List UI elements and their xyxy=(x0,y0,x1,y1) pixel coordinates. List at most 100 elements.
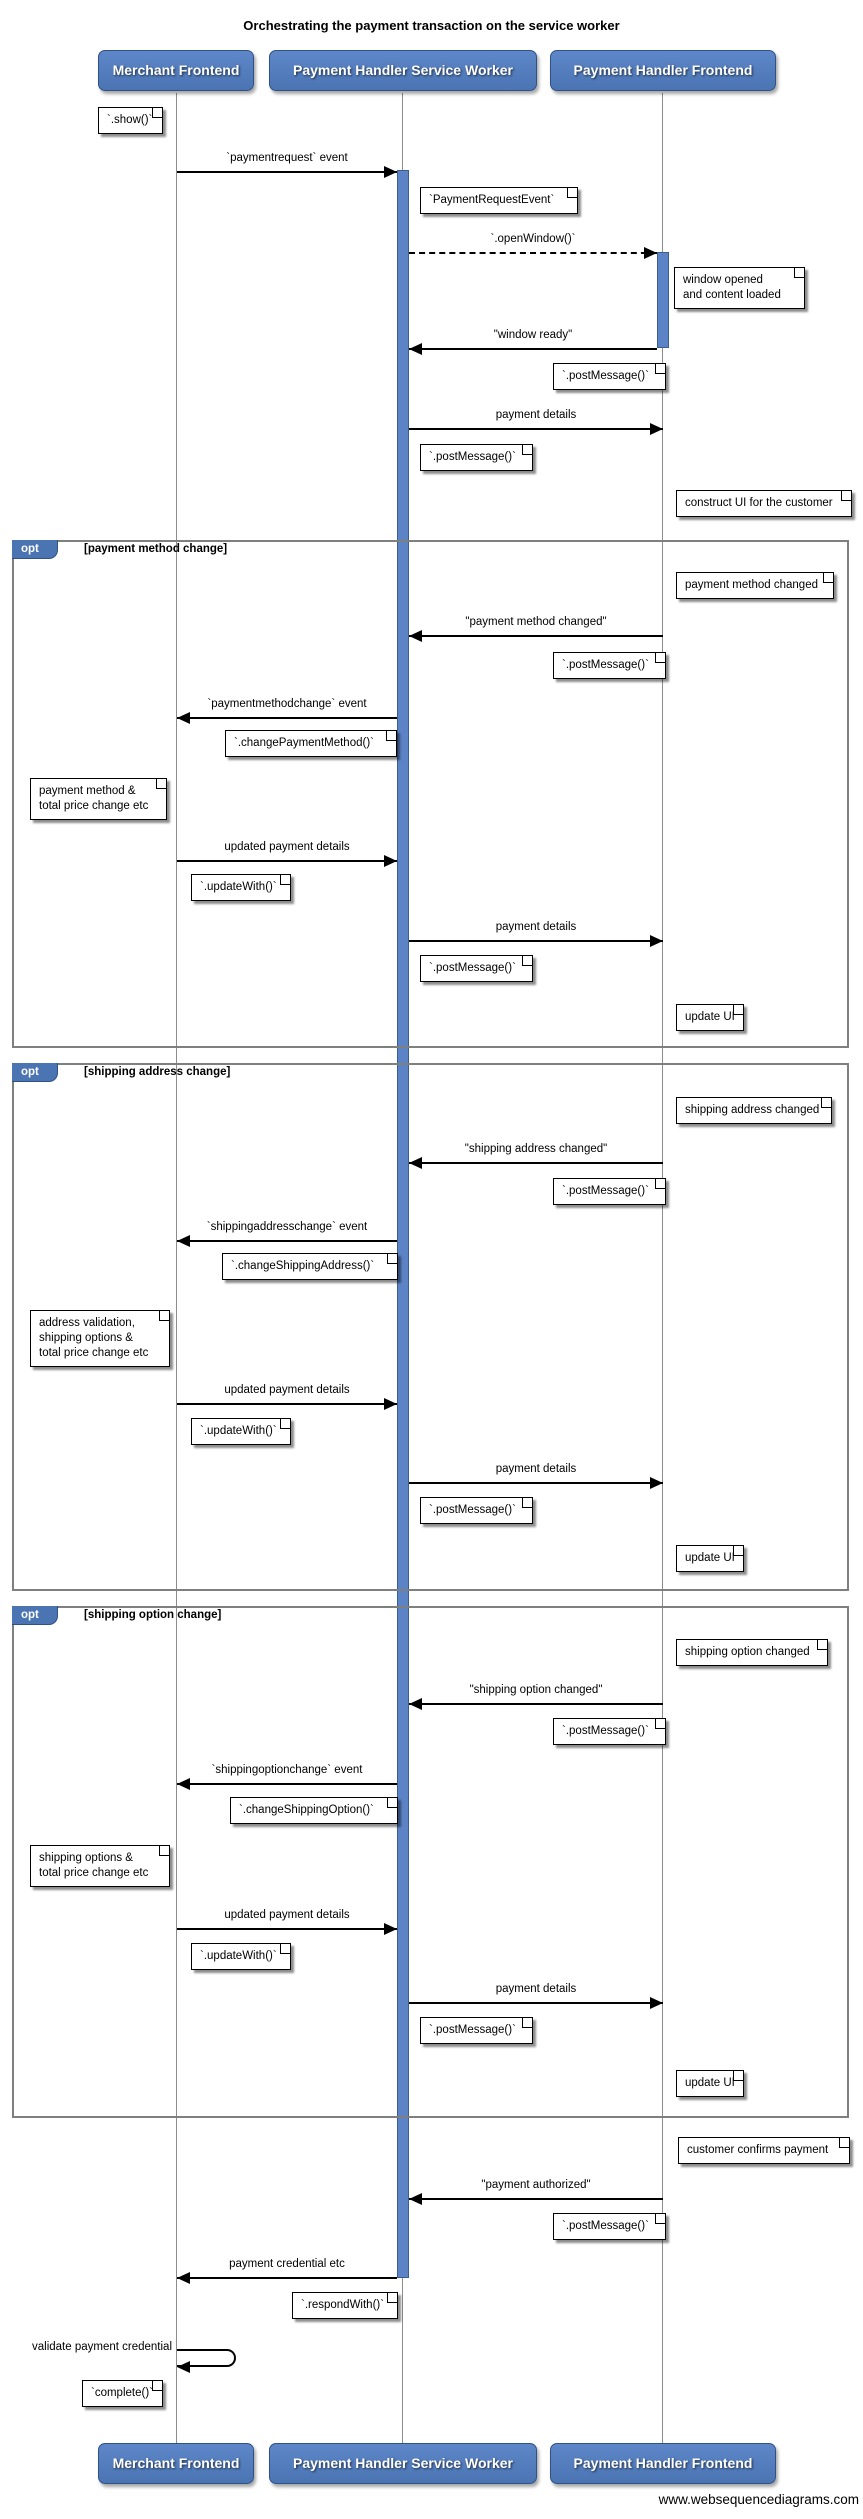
lifeline-frontend xyxy=(662,93,663,2443)
actor-payment-handler-service-worker: Payment Handler Service Worker xyxy=(269,2443,537,2484)
note-shipping-options-total: shipping options & total price change et… xyxy=(30,1845,170,1887)
msg-updated-details-label: updated payment details xyxy=(224,1909,350,1921)
note-post-message: `.postMessage()` xyxy=(553,2213,666,2240)
msg-payment-details-label: payment details xyxy=(495,921,577,933)
note-change-shipping-option: `.changeShippingOption()` xyxy=(230,1797,398,1824)
msg-paymentrequest-line xyxy=(177,171,397,173)
fragment-guard: [shipping option change] xyxy=(84,1609,222,1621)
websequencediagrams-credit: www.websequencediagrams.com xyxy=(658,2492,859,2507)
arrowhead-right-icon xyxy=(650,1477,663,1489)
fragment-opt-shipping-option: opt [shipping option change] xyxy=(12,1606,849,2118)
msg-payment-details-label: payment details xyxy=(495,1983,577,1995)
msg-payment-method-changed-line xyxy=(409,635,663,637)
fragment-opt-payment-method: opt [payment method change] xyxy=(12,540,849,1048)
diagram-title: Orchestrating the payment transaction on… xyxy=(243,18,620,33)
note-address-validation: address validation, shipping options & t… xyxy=(30,1310,170,1367)
note-update-ui: update UI xyxy=(676,1545,744,1572)
arrowhead-left-icon xyxy=(409,630,422,642)
arrowhead-left-icon xyxy=(409,1698,422,1710)
msg-payment-details-line xyxy=(409,428,663,430)
note-post-message: `.postMessage()` xyxy=(553,1718,666,1745)
arrowhead-left-icon xyxy=(409,1157,422,1169)
msg-payment-method-changed-label: "payment method changed" xyxy=(465,616,607,628)
msg-openwindow-line xyxy=(409,252,657,254)
msg-payment-details-label: payment details xyxy=(495,409,577,421)
note-window-opened: window opened and content loaded xyxy=(674,267,805,309)
note-complete: `complete()` xyxy=(82,2380,163,2407)
note-post-message: `.postMessage()` xyxy=(420,444,533,471)
msg-payment-authorized-label: "payment authorized" xyxy=(481,2179,591,2191)
note-post-message: `.postMessage()` xyxy=(420,2017,533,2044)
msg-paymentrequest-label: `paymentrequest` event xyxy=(226,152,348,164)
note-payment-method-total: payment method & total price change etc xyxy=(30,778,167,820)
msg-payment-details-label: payment details xyxy=(495,1463,577,1475)
activation-service-worker xyxy=(397,170,409,2278)
note-change-shipping-address: `.changeShippingAddress()` xyxy=(222,1253,398,1280)
actor-payment-handler-service-worker: Payment Handler Service Worker xyxy=(269,50,537,91)
note-update-with: `.updateWith()` xyxy=(191,1418,291,1445)
msg-shipping-address-changed-label: "shipping address changed" xyxy=(464,1143,608,1155)
actor-payment-handler-frontend: Payment Handler Frontend xyxy=(550,2443,776,2484)
actor-merchant-frontend: Merchant Frontend xyxy=(98,2443,254,2484)
msg-paymentmethodchange-label: `paymentmethodchange` event xyxy=(207,698,367,710)
actor-payment-handler-frontend: Payment Handler Frontend xyxy=(550,50,776,91)
msg-shippingoptionchange-label: `shippingoptionchange` event xyxy=(211,1764,363,1776)
fragment-keyword: opt xyxy=(12,1063,58,1082)
note-show: `.show()` xyxy=(98,107,163,134)
msg-updated-details-label: updated payment details xyxy=(224,1384,350,1396)
note-shipping-address-changed: shipping address changed xyxy=(676,1097,832,1124)
msg-updated-details-line xyxy=(177,1403,397,1405)
fragment-guard: [shipping address change] xyxy=(84,1066,231,1078)
note-construct-ui: construct UI for the customer xyxy=(676,490,852,517)
arrowhead-right-icon xyxy=(384,855,397,867)
msg-validate-credential-label: validate payment credential xyxy=(32,2341,172,2353)
self-call-loop xyxy=(177,2349,236,2367)
msg-payment-details-line xyxy=(409,940,663,942)
arrowhead-left-icon xyxy=(409,343,422,355)
arrowhead-right-icon xyxy=(384,1923,397,1935)
activation-frontend xyxy=(657,252,669,348)
msg-updated-details-line xyxy=(177,860,397,862)
note-update-with: `.updateWith()` xyxy=(191,1943,291,1970)
fragment-opt-shipping-address: opt [shipping address change] xyxy=(12,1063,849,1591)
note-shipping-option-changed: shipping option changed xyxy=(676,1639,828,1666)
arrowhead-left-icon xyxy=(409,2193,422,2205)
msg-payment-details-line xyxy=(409,2002,663,2004)
arrowhead-right-icon xyxy=(650,935,663,947)
note-respond-with: `.respondWith()` xyxy=(292,2292,398,2319)
msg-payment-details-line xyxy=(409,1482,663,1484)
note-post-message: `.postMessage()` xyxy=(420,1497,533,1524)
msg-shippingaddresschange-line xyxy=(177,1240,397,1242)
arrowhead-right-icon xyxy=(384,166,397,178)
note-post-message: `.postMessage()` xyxy=(553,1178,666,1205)
fragment-keyword: opt xyxy=(12,1606,58,1625)
fragment-keyword: opt xyxy=(12,540,58,559)
note-post-message: `.postMessage()` xyxy=(420,955,533,982)
msg-shipping-option-changed-label: "shipping option changed" xyxy=(469,1684,603,1696)
msg-window-ready-line xyxy=(409,348,657,350)
msg-shippingaddresschange-label: `shippingaddresschange` event xyxy=(206,1221,368,1233)
note-customer-confirms: customer confirms payment xyxy=(678,2137,850,2164)
msg-shipping-option-changed-line xyxy=(409,1703,663,1705)
msg-payment-authorized-line xyxy=(409,2198,663,2200)
msg-window-ready-label: "window ready" xyxy=(493,329,573,341)
msg-shippingoptionchange-line xyxy=(177,1783,397,1785)
note-update-ui: update UI xyxy=(676,2070,744,2097)
arrowhead-right-icon xyxy=(650,1997,663,2009)
arrowhead-left-icon xyxy=(177,2361,190,2373)
msg-payment-credential-line xyxy=(177,2277,397,2279)
msg-updated-details-line xyxy=(177,1928,397,1930)
note-payment-request-event: `PaymentRequestEvent` xyxy=(420,187,578,214)
fragment-guard: [payment method change] xyxy=(84,543,228,555)
note-update-with: `.updateWith()` xyxy=(191,874,291,901)
arrowhead-left-icon xyxy=(177,1235,190,1247)
arrowhead-left-icon xyxy=(177,2272,190,2284)
arrowhead-right-icon xyxy=(644,247,657,259)
arrowhead-right-icon xyxy=(650,423,663,435)
msg-paymentmethodchange-line xyxy=(177,717,397,719)
actor-merchant-frontend: Merchant Frontend xyxy=(98,50,254,91)
note-post-message: `.postMessage()` xyxy=(553,363,666,390)
note-post-message: `.postMessage()` xyxy=(553,652,666,679)
note-update-ui: update UI xyxy=(676,1004,744,1031)
arrowhead-right-icon xyxy=(384,1398,397,1410)
